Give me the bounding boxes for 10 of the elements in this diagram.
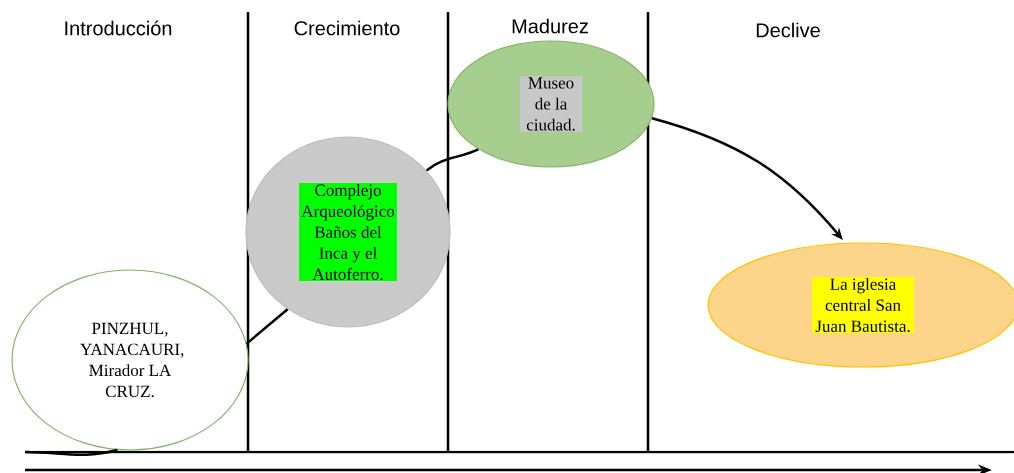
- ellipse-node: Museo de la ciudad.: [447, 40, 655, 168]
- stage-label: Crecimiento: [294, 20, 400, 36]
- ellipse-node: PINZHUL, YANACAURI, Mirador LA CRUZ.: [11, 269, 249, 451]
- stage-label: Introducción: [65, 20, 172, 36]
- curve-line: [425, 148, 479, 172]
- curve-line: [25, 448, 118, 456]
- ellipse-node: La iglesia central San Juan Bautista.: [707, 242, 1014, 368]
- stage-label: Declive: [756, 22, 820, 38]
- ellipse-node: Complejo Arqueológico Baños del Inca y el Autoferro.: [245, 136, 451, 328]
- curve-line: [245, 308, 289, 345]
